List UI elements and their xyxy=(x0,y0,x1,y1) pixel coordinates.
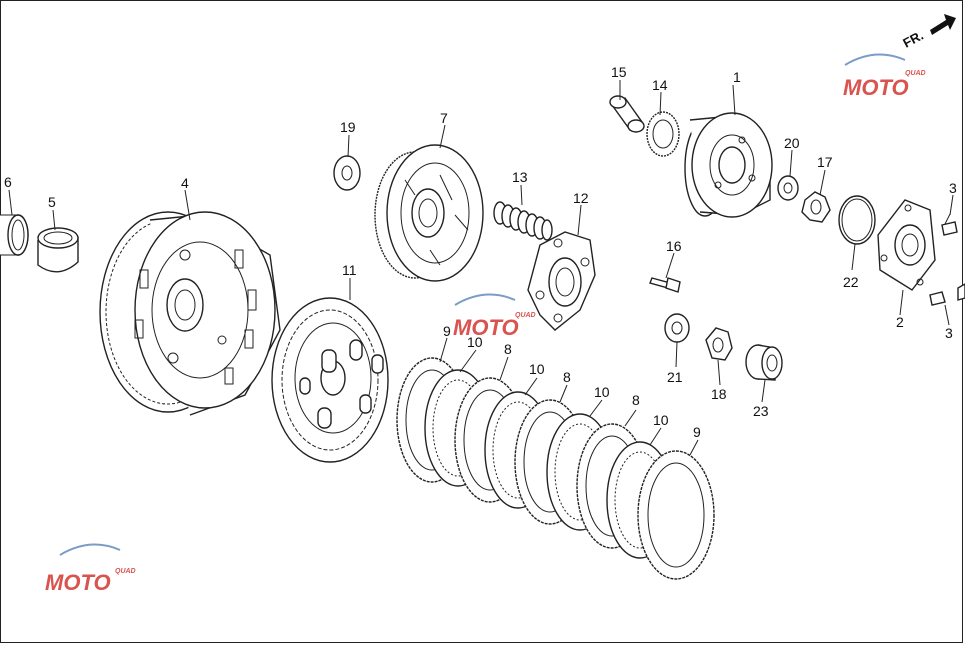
part-13-clutch-spring xyxy=(493,201,553,241)
callout-9-rear: 9 xyxy=(693,424,701,440)
callout-7: 7 xyxy=(440,110,448,126)
watermark-top-right: MOTO QUAD xyxy=(843,53,926,100)
part-11-clutch-center xyxy=(271,297,389,463)
watermark-text: MOTO xyxy=(453,315,519,340)
watermark-center: MOTO QUAD xyxy=(453,293,536,340)
part-14-drive-gear xyxy=(646,111,680,157)
watermark-text: MOTO xyxy=(45,570,111,595)
fr-arrow-icon xyxy=(930,14,956,35)
callout-22: 22 xyxy=(843,274,859,290)
callout-10-c: 10 xyxy=(594,384,610,400)
watermark-bottom-left: MOTO QUAD xyxy=(45,543,136,595)
part-3-bolt-upper xyxy=(941,213,958,236)
callout-10-a: 10 xyxy=(467,334,483,350)
watermark-text: MOTO xyxy=(843,75,909,100)
fr-label: FR. xyxy=(900,28,926,51)
callout-16: 16 xyxy=(666,238,682,254)
friction-disc-9-rear xyxy=(637,450,715,580)
part-12-lifter-plate xyxy=(527,231,596,331)
callout-21: 21 xyxy=(667,369,683,385)
part-3-bolt-lower xyxy=(929,283,965,306)
callout-18: 18 xyxy=(711,386,727,402)
callout-3-upper: 3 xyxy=(949,180,957,196)
part-2-cover xyxy=(877,199,936,291)
callout-17: 17 xyxy=(817,154,833,170)
callout-8-c: 8 xyxy=(632,392,640,408)
part-20-washer xyxy=(777,175,799,201)
callout-8-b: 8 xyxy=(563,369,571,385)
callout-10-b: 10 xyxy=(529,361,545,377)
callout-8-a: 8 xyxy=(504,341,512,357)
part-4-clutch-outer xyxy=(99,211,281,416)
front-direction-indicator: FR. xyxy=(900,14,956,51)
callout-23: 23 xyxy=(753,403,769,419)
callout-4: 4 xyxy=(181,175,189,191)
callout-3-lower: 3 xyxy=(945,325,953,341)
part-18-lifter-piece xyxy=(705,327,733,361)
watermark-subtext: QUAD xyxy=(905,70,926,77)
watermark-subtext: QUAD xyxy=(515,312,536,319)
callout-6: 6 xyxy=(4,174,12,190)
callout-20: 20 xyxy=(784,135,800,151)
watermark-subtext: QUAD xyxy=(115,568,136,575)
part-15-collar xyxy=(609,95,645,133)
callout-11: 11 xyxy=(342,262,357,278)
callout-2: 2 xyxy=(896,314,904,330)
callout-9-front: 9 xyxy=(443,323,451,339)
callout-13: 13 xyxy=(512,169,528,185)
callout-10-d: 10 xyxy=(653,412,669,428)
part-1-housing xyxy=(684,112,773,218)
part-19-washer xyxy=(333,155,361,191)
callout-19: 19 xyxy=(340,119,356,135)
part-22-o-ring xyxy=(838,195,876,245)
part-23-bearing xyxy=(745,344,783,381)
part-6-bushing xyxy=(0,214,29,256)
part-16-bolt xyxy=(649,277,681,293)
callout-15: 15 xyxy=(611,64,627,80)
part-5-sleeve xyxy=(37,227,79,273)
callout-5: 5 xyxy=(48,194,56,210)
clutch-plate-stack xyxy=(396,357,715,580)
callout-labels: 1 2 3 3 4 5 6 7 8 8 8 9 9 10 10 10 10 11… xyxy=(4,64,957,440)
callout-14: 14 xyxy=(652,77,668,93)
callout-1: 1 xyxy=(733,69,741,85)
part-21-washer xyxy=(664,313,690,343)
leader-lines xyxy=(8,80,954,456)
callout-12: 12 xyxy=(573,190,589,206)
part-7-pressure-plate xyxy=(374,144,484,282)
part-17-lock-washer xyxy=(801,191,831,223)
